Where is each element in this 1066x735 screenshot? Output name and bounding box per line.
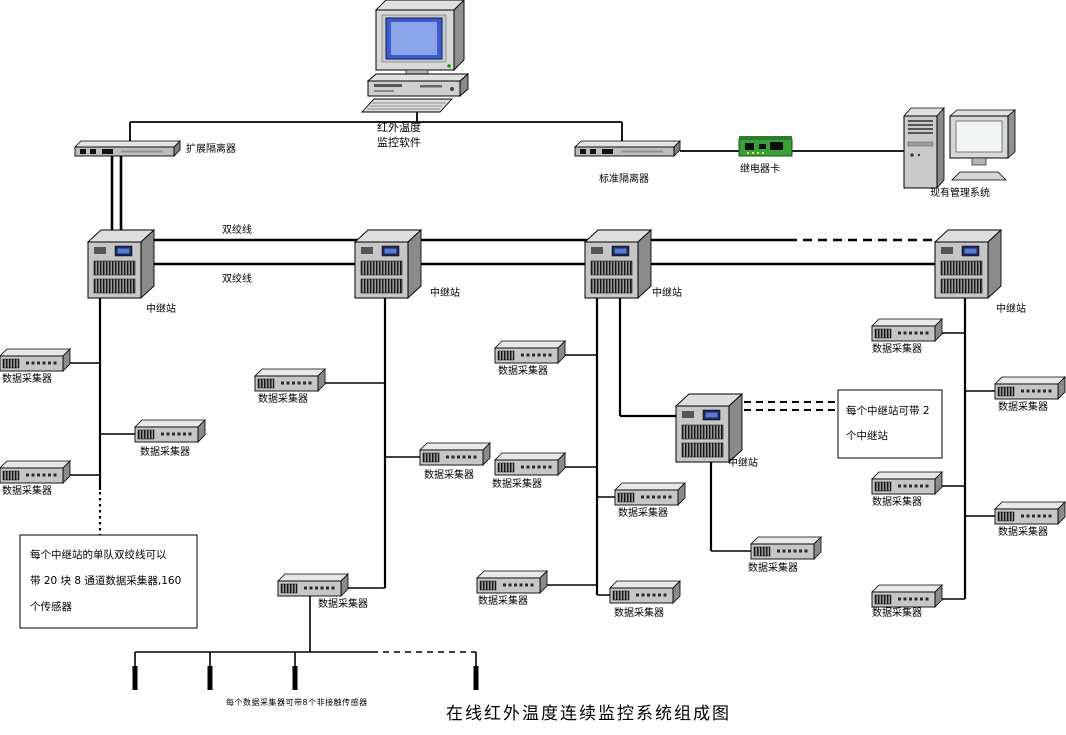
software-label-line1: 红外温度	[377, 120, 421, 134]
collector-label-1: 数据采集器	[2, 372, 52, 385]
repeater-station-5	[675, 393, 743, 463]
repeater5-dashed	[744, 401, 838, 411]
collector-label-2: 数据采集器	[140, 445, 190, 458]
column4-branches	[935, 332, 997, 600]
collector-label-17: 数据采集器	[872, 606, 922, 619]
sensor-marks	[132, 666, 479, 690]
collector-label-4: 数据采集器	[258, 392, 308, 405]
sensor-drops	[134, 652, 477, 666]
monitoring-computer	[360, 0, 470, 113]
collector-label-6: 数据采集器	[318, 597, 368, 610]
data-collector-11	[609, 580, 681, 604]
collector-label-3: 数据采集器	[2, 484, 52, 497]
sensor-capacity-note: 每个数据采集器可带8个非接触传感器	[226, 697, 368, 707]
column2-branches	[309, 382, 422, 652]
data-collector-9	[614, 482, 686, 506]
data-collector-14	[994, 376, 1066, 400]
data-collector-15	[871, 471, 943, 495]
data-collector-13	[871, 318, 943, 342]
twisted-pair-label-1: 双绞线	[222, 223, 252, 236]
repeater-station-2	[354, 229, 422, 299]
diagram-title: 在线红外温度连续监控系统组成图	[446, 704, 731, 724]
repeater-station-1	[87, 229, 155, 299]
software-label-line2: 监控软件	[377, 135, 421, 149]
collector-label-10: 数据采集器	[478, 594, 528, 607]
repeater-station-3	[584, 229, 652, 299]
data-collector-8	[494, 452, 566, 476]
collector-label-16: 数据采集器	[998, 525, 1048, 538]
repeater-station-4	[934, 229, 1002, 299]
crt-monitor-icon	[948, 109, 1017, 181]
connection-lines	[68, 111, 997, 690]
extended-isolator-label: 扩展隔离器	[186, 142, 236, 155]
collector-label-11: 数据采集器	[614, 606, 664, 619]
repeater-label-4: 中继站	[996, 302, 1026, 315]
repeater-label-2: 中继站	[430, 286, 460, 299]
tower-case-icon	[903, 106, 945, 190]
trunk-capacity-line3: 个传感器	[30, 600, 72, 613]
data-collector-10	[476, 570, 548, 594]
data-collector-5	[419, 442, 491, 466]
extended-isolator-device	[74, 140, 181, 157]
data-collector-3	[0, 460, 71, 484]
data-collector-6	[277, 573, 349, 597]
standard-isolator-device	[574, 140, 681, 157]
collector-label-5: 数据采集器	[424, 468, 474, 481]
collector-label-7: 数据采集器	[498, 364, 548, 377]
top-bus-line	[129, 111, 904, 152]
keyboard-icon	[360, 98, 454, 113]
trunk-capacity-line2: 带 20 块 8 通道数据采集器,160	[30, 574, 181, 587]
collector-label-9: 数据采集器	[618, 506, 668, 519]
repeater-label-5: 中继站	[728, 456, 758, 469]
relay-card-label: 继电器卡	[740, 162, 780, 175]
repeater-chain-line2: 个中继站	[846, 429, 888, 442]
collector-label-12: 数据采集器	[748, 561, 798, 574]
data-collector-1	[0, 348, 71, 372]
data-collector-12	[750, 536, 822, 560]
data-collector-4	[254, 368, 326, 392]
collector-label-14: 数据采集器	[998, 400, 1048, 413]
repeater-label-1: 中继站	[146, 302, 176, 315]
repeater-chain-line1: 每个中继站可带 2	[846, 404, 930, 417]
twisted-pair-label-2: 双绞线	[222, 272, 252, 285]
data-collector-2	[134, 419, 206, 443]
data-collector-17	[871, 584, 943, 608]
trunk-capacity-line1: 每个中继站的单队双绞线可以	[30, 548, 167, 561]
twisted-pair-drop	[110, 155, 123, 238]
system-case-icon	[366, 73, 470, 97]
note-box-trunk-capacity: 每个中继站的单队双绞线可以 带 20 块 8 通道数据采集器,160 个传感器	[19, 534, 198, 629]
relay-card-device	[738, 136, 793, 157]
crt-monitor-icon	[374, 0, 465, 72]
column3-line	[595, 298, 678, 595]
management-system-device	[903, 106, 1017, 190]
note-box-repeater-chain: 每个中继站可带 2 个中继站	[837, 389, 943, 459]
repeater-label-3: 中继站	[652, 286, 682, 299]
collector-label-8: 数据采集器	[492, 477, 542, 490]
column1-branches	[68, 362, 137, 476]
management-system-label: 现有管理系统	[930, 186, 990, 199]
data-collector-7	[494, 340, 566, 364]
collector-label-15: 数据采集器	[872, 495, 922, 508]
standard-isolator-label: 标准隔离器	[599, 172, 649, 185]
data-collector-16	[994, 501, 1066, 525]
column3-branches	[540, 354, 617, 596]
collector-label-13: 数据采集器	[872, 342, 922, 355]
